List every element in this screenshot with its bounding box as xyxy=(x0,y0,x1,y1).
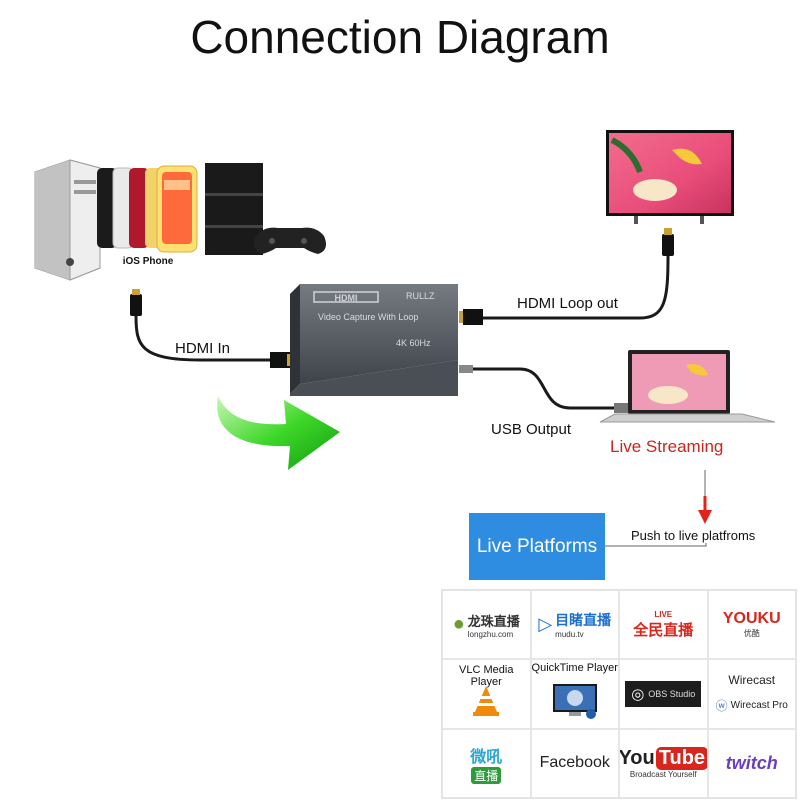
wirecast-sub: Wirecast Pro xyxy=(730,700,788,712)
platform-facebook: Facebook xyxy=(530,728,619,798)
vlc-title: VLC Media Player xyxy=(459,664,514,689)
quanmin-name: 全民直播 xyxy=(633,621,694,639)
youtube-tagline: Broadcast Yourself xyxy=(629,770,697,780)
platform-twitch: twitch xyxy=(707,728,796,798)
game-console-icon xyxy=(205,163,326,255)
hdmi-loop-cable xyxy=(459,228,674,325)
pc-tower-icon xyxy=(34,159,101,281)
youku-sub: 优酷 xyxy=(743,629,760,639)
platform-mudu: ▷ 目睹直播 mudu.tv xyxy=(530,590,619,660)
usb-cable xyxy=(459,365,628,413)
push-label: Push to live platfroms xyxy=(629,528,758,543)
iphone-icon xyxy=(97,165,198,253)
platform-wirecast: Wirecast ⓦ Wirecast Pro xyxy=(707,659,796,729)
hdmi-loop-out-label: HDMI Loop out xyxy=(517,295,618,312)
vlc-cone-icon xyxy=(473,685,500,716)
mudu-name: 目睹直播 xyxy=(555,612,612,629)
wirecast-icon: ⓦ xyxy=(715,699,728,714)
page-title: Connection Diagram xyxy=(190,11,610,63)
device-model: Video Capture With Loop xyxy=(318,312,418,322)
play-icon: ▷ xyxy=(538,614,553,635)
red-down-arrow-icon xyxy=(698,470,712,524)
platform-quanmin: LIVE 全民直播 xyxy=(619,590,708,660)
platform-quicktime: QuickTime Player xyxy=(530,659,619,729)
hdmi-logo: HDMI xyxy=(335,293,358,303)
green-arrow-icon xyxy=(217,396,340,470)
live-platforms-box: Live Platforms xyxy=(469,513,605,580)
platform-obs: ◎ OBS Studio xyxy=(619,659,708,729)
platform-vlc: VLC Media Player xyxy=(442,659,531,729)
platform-longzhu: ● 龙珠直播 longzhu.com xyxy=(442,590,531,660)
obs-name: OBS Studio xyxy=(648,688,696,699)
platform-weihou: 微吼 直播 xyxy=(442,728,531,798)
youtube-tube: Tube xyxy=(655,747,707,771)
weihou-name: 微吼 xyxy=(470,748,503,766)
device-spec: 4K 60Hz xyxy=(396,338,431,348)
usb-output-label: USB Output xyxy=(491,421,572,438)
ios-phone-caption: iOS Phone xyxy=(123,256,174,267)
live-streaming-label: Live Streaming xyxy=(610,437,724,456)
twitch-name: twitch xyxy=(725,752,778,773)
platform-youtube: You Tube Broadcast Yourself xyxy=(619,728,708,798)
youku-name: YOUKU xyxy=(722,610,781,628)
device-brand: RULLZ xyxy=(406,291,435,301)
dragon-icon: ● xyxy=(452,613,465,636)
longzhu-name: 龙珠直播 xyxy=(467,613,520,629)
hdmi-in-label: HDMI In xyxy=(175,340,231,357)
facebook-name: Facebook xyxy=(539,754,610,772)
youtube-you: You xyxy=(619,747,655,770)
quicktime-title: QuickTime Player xyxy=(531,662,618,675)
platform-youku: YOUKU 优酷 xyxy=(707,590,796,660)
laptop-icon xyxy=(599,350,776,423)
quicktime-monitor-icon xyxy=(552,683,597,719)
weihou-sub: 直播 xyxy=(471,766,502,784)
wirecast-title: Wirecast xyxy=(728,673,776,688)
quanmin-badge: LIVE xyxy=(654,609,673,619)
capture-device: HDMI RULLZ Video Capture With Loop 4K 60… xyxy=(290,284,458,396)
longzhu-sub: longzhu.com xyxy=(467,629,514,639)
mudu-sub: mudu.tv xyxy=(555,630,584,640)
obs-icon: ◎ xyxy=(631,685,645,703)
tv-icon xyxy=(606,130,734,224)
platform-logo-grid: ● 龙珠直播 longzhu.com ▷ 目睹直播 mudu.tv LIVE 全… xyxy=(441,589,797,799)
